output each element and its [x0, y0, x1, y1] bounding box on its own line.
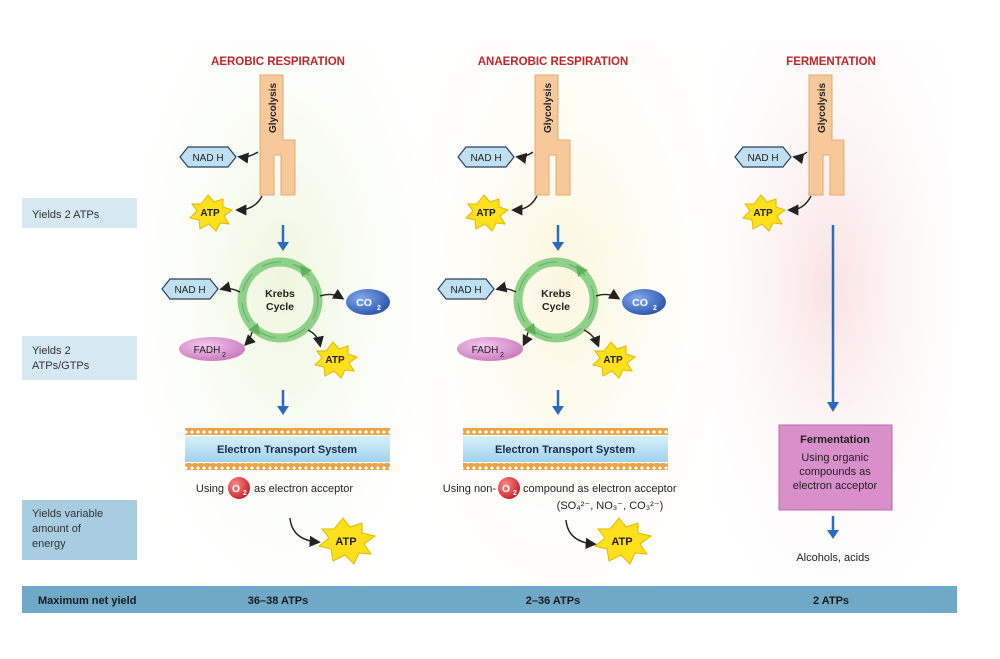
krebs-label-line2: Cycle	[266, 301, 294, 313]
glycolysis-fork: Glycolysis	[534, 74, 571, 196]
co2-label: CO	[632, 297, 648, 309]
row-label-krebs-line1: Yields 2	[32, 345, 71, 357]
row-label-glycolysis-text: Yields 2 ATPs	[32, 209, 100, 221]
atp-label: ATP	[603, 355, 623, 366]
co2-molecule: CO 2	[622, 289, 666, 315]
fermentation-box-line1: Using organic	[801, 452, 869, 464]
nadh-icon: NAD H	[437, 278, 495, 300]
krebs-label-line1: Krebs	[541, 288, 571, 300]
o2-molecule: O 2	[498, 477, 520, 499]
fermentation-box-line2: compounds as	[799, 466, 871, 478]
fermentation-box-line3: electron acceptor	[793, 480, 878, 492]
o2-label: O	[502, 483, 510, 495]
o2-subscript: 2	[243, 490, 247, 497]
nadh-icon: NAD H	[179, 146, 237, 168]
acceptor-suffix: compound as electron acceptor	[523, 483, 677, 495]
atp-label: ATP	[335, 536, 356, 548]
anaerobic-title: ANAEROBIC RESPIRATION	[478, 56, 629, 68]
fermentation-net-yield: 2 ATPs	[813, 595, 849, 607]
atp-label: ATP	[325, 355, 345, 366]
co2-molecule: CO 2	[346, 289, 390, 315]
atp-label: ATP	[611, 536, 632, 548]
down-arrow	[552, 390, 564, 415]
fadh-label: FADH	[472, 345, 499, 356]
row-label-glycolysis: Yields 2 ATPs	[22, 198, 137, 228]
nadh-label: NAD H	[747, 153, 778, 164]
atp-label: ATP	[200, 208, 220, 219]
krebs-label-line2: Cycle	[542, 301, 570, 313]
nadh-icon: NAD H	[161, 278, 219, 300]
glycolysis-label: Glycolysis	[817, 83, 828, 133]
atp-starburst: ATP	[592, 341, 637, 379]
electron-acceptor-note: Using O 2 as electron acceptor	[196, 477, 353, 499]
o2-label: O	[232, 483, 240, 495]
atp-starburst: ATP	[742, 194, 787, 232]
glycolysis-label: Glycolysis	[268, 83, 279, 133]
electron-transport-system: Electron Transport System	[185, 428, 390, 470]
row-label-ets: Yields variable amount of energy	[22, 500, 137, 560]
acceptor-suffix: as electron acceptor	[254, 483, 353, 495]
o2-subscript: 2	[513, 490, 517, 497]
net-yield-bar: Maximum net yield 36–38 ATPs 2–36 ATPs 2…	[22, 586, 957, 613]
atp-starburst-large: ATP	[593, 517, 653, 565]
nadh-icon: NAD H	[457, 146, 515, 168]
fermentation-column: Glycolysis NAD H ATP Fermentation Using …	[734, 74, 893, 564]
fermentation-products: Alcohols, acids	[796, 552, 870, 564]
net-yield-label: Maximum net yield	[38, 595, 136, 607]
co2-subscript: 2	[377, 305, 381, 312]
atp-starburst: ATP	[465, 194, 510, 232]
aerobic-net-yield: 36–38 ATPs	[248, 595, 309, 607]
co2-subscript: 2	[653, 305, 657, 312]
row-label-ets-line2: amount of	[32, 523, 82, 535]
glycolysis-fork: Glycolysis	[259, 74, 296, 196]
krebs-cycle: Krebs Cycle	[237, 257, 323, 343]
o2-molecule: O 2	[228, 477, 250, 499]
electron-acceptor-note: Using non- O 2 compound as electron acce…	[443, 477, 677, 512]
krebs-label-line1: Krebs	[265, 288, 295, 300]
atp-label: ATP	[476, 208, 496, 219]
fermentation-box-title: Fermentation	[800, 434, 870, 446]
nadh-label: NAD H	[174, 285, 205, 296]
acceptor-ions: (SO₄²⁻, NO₃⁻, CO₃²⁻)	[557, 500, 664, 512]
down-arrow	[277, 390, 289, 415]
ets-label: Electron Transport System	[217, 444, 357, 456]
atp-starburst-large: ATP	[317, 517, 377, 565]
down-arrow	[552, 225, 564, 251]
fadh-subscript: 2	[222, 352, 226, 359]
fadh2-molecule: FADH 2	[457, 337, 523, 361]
row-label-krebs-line2: ATPs/GTPs	[32, 360, 90, 372]
row-label-ets-line1: Yields variable	[32, 508, 103, 520]
aerobic-column: Glycolysis NAD H ATP Krebs Cycle	[161, 74, 390, 565]
down-arrow	[277, 225, 289, 251]
nadh-label: NAD H	[450, 285, 481, 296]
glycolysis-fork: Glycolysis	[808, 74, 845, 196]
krebs-cycle: Krebs Cycle	[513, 257, 599, 343]
anaerobic-net-yield: 2–36 ATPs	[526, 595, 580, 607]
nadh-icon: NAD H	[734, 146, 792, 168]
atp-starburst: ATP	[314, 341, 359, 379]
anaerobic-background	[420, 40, 710, 585]
glycolysis-label: Glycolysis	[543, 83, 554, 133]
long-down-arrow	[827, 225, 839, 412]
co2-label: CO	[356, 297, 372, 309]
fadh2-molecule: FADH 2	[179, 337, 245, 361]
atp-starburst: ATP	[189, 194, 234, 232]
atp-label: ATP	[753, 208, 773, 219]
fadh-subscript: 2	[500, 352, 504, 359]
fermentation-title: FERMENTATION	[786, 56, 876, 68]
nadh-label: NAD H	[470, 153, 501, 164]
aerobic-title: AEROBIC RESPIRATION	[211, 56, 345, 68]
electron-transport-system: Electron Transport System	[463, 428, 668, 470]
row-label-ets-line3: energy	[32, 538, 66, 550]
fadh-label: FADH	[194, 345, 221, 356]
anaerobic-column: Glycolysis NAD H ATP Krebs Cycle NAD H	[437, 74, 677, 565]
row-label-krebs: Yields 2 ATPs/GTPs	[22, 336, 137, 380]
acceptor-prefix: Using	[196, 483, 224, 495]
down-arrow	[827, 516, 839, 539]
acceptor-prefix: Using non-	[443, 483, 497, 495]
ets-label: Electron Transport System	[495, 444, 635, 456]
fermentation-box: Fermentation Using organic compounds as …	[778, 424, 893, 511]
nadh-label: NAD H	[192, 153, 223, 164]
